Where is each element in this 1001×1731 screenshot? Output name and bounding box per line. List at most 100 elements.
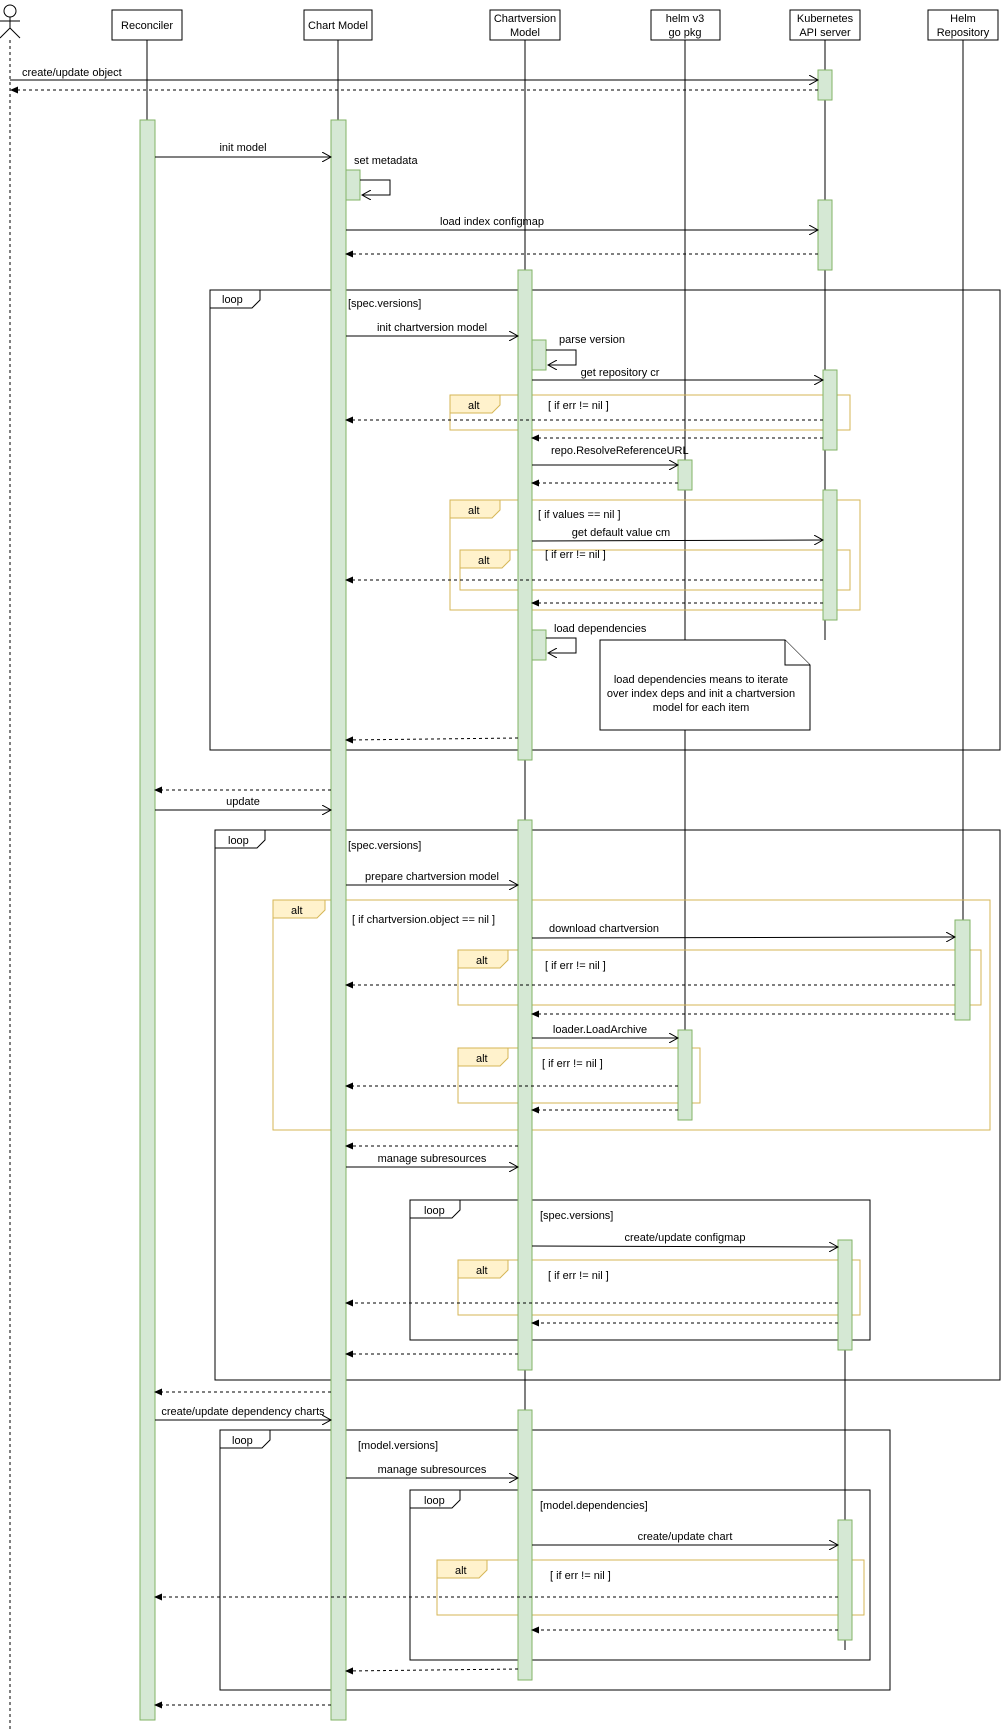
loop-spec-versions-3: loop [spec.versions]	[409, 1199, 871, 1341]
svg-text:[ if err != nil ]: [ if err != nil ]	[542, 1058, 603, 1070]
loop-spec-versions-1: loop [spec.versions]	[209, 289, 1001, 751]
svg-text:download chartversion: download chartversion	[549, 923, 659, 935]
participant-kube-api: Kubernetes API server	[789, 9, 861, 41]
alt-default-value-err: alt [ if err != nil ]	[459, 549, 851, 591]
helm-go-label-2: go pkg	[668, 27, 701, 39]
svg-text:manage subresources: manage subresources	[378, 1153, 487, 1165]
svg-text:[ if chartversion.object == ni: [ if chartversion.object == nil ]	[352, 914, 495, 926]
chart-model-activation	[330, 119, 347, 1721]
kube-activation-2	[817, 199, 833, 271]
svg-text:[ if err != nil ]: [ if err != nil ]	[550, 1570, 611, 1582]
msg-load-index-configmap: load index configmap	[346, 216, 818, 230]
msg-loader-loadarchive: loader.LoadArchive	[532, 1024, 678, 1038]
svg-text:alt: alt	[468, 400, 480, 412]
loop-model-versions: loop [model.versions]	[219, 1429, 891, 1691]
set-metadata-activation	[345, 169, 361, 201]
participant-chart-model: Chart Model	[303, 9, 373, 41]
svg-text:[ if err != nil ]: [ if err != nil ]	[545, 960, 606, 972]
svg-text:alt: alt	[476, 1265, 488, 1277]
msg-create-update-dependency-charts: create/update dependency charts	[155, 1406, 331, 1420]
svg-text:set metadata: set metadata	[354, 155, 418, 167]
kube-activation-4	[822, 489, 838, 621]
svg-text:Chart Model: Chart Model	[308, 20, 368, 32]
svg-text:load dependencies means to ite: load dependencies means to iterate	[614, 674, 788, 686]
alt-chart-err: alt [ if err != nil ]	[436, 1559, 865, 1616]
msg-repo-resolve: repo.ResolveReferenceURL	[532, 445, 689, 465]
svg-text:loader.LoadArchive: loader.LoadArchive	[553, 1024, 647, 1036]
return-manage-subresources-2	[346, 1669, 519, 1671]
svg-text:prepare chartversion model: prepare chartversion model	[365, 871, 499, 883]
load-dependencies-activation	[531, 629, 547, 661]
parse-version-activation	[531, 339, 547, 371]
svg-text:[spec.versions]: [spec.versions]	[348, 298, 421, 310]
svg-text:alt: alt	[478, 555, 490, 567]
svg-text:loop: loop	[228, 835, 249, 847]
svg-text:alt: alt	[291, 905, 303, 917]
svg-text:manage subresources: manage subresources	[378, 1464, 487, 1476]
helm-repo-label-2: Repository	[937, 27, 990, 39]
svg-text:init model: init model	[219, 142, 266, 154]
reconciler-activation	[139, 119, 156, 1721]
helm-repo-activation	[954, 919, 971, 1021]
kube-activation-5	[837, 1239, 853, 1351]
svg-text:init chartversion model: init chartversion model	[377, 322, 487, 334]
svg-text:load index configmap: load index configmap	[440, 216, 544, 228]
svg-text:loop: loop	[424, 1205, 445, 1217]
helm-go-label-1: helm v3	[666, 13, 705, 25]
alt-values-nil: alt [ if values == nil ]	[449, 499, 861, 611]
svg-text:alt: alt	[468, 505, 480, 517]
msg-init-chartversion-model: init chartversion model	[346, 322, 518, 336]
alt-loadarchive-err: alt [ if err != nil ]	[457, 1047, 701, 1104]
msg-update: update	[155, 796, 331, 810]
note-load-dependencies: load dependencies means to iterate over …	[599, 639, 811, 731]
alt-chartversion-object-nil: alt [ if chartversion.object == nil ]	[272, 899, 991, 1131]
msg-create-update-configmap: create/update configmap	[531, 1232, 838, 1247]
loop-spec-versions-2: loop [spec.versions]	[214, 829, 1001, 1381]
svg-text:get default value cm: get default value cm	[572, 527, 670, 539]
svg-text:alt: alt	[476, 955, 488, 967]
svg-text:create/update configmap: create/update configmap	[624, 1232, 745, 1244]
loop-model-dependencies: loop [model.dependencies]	[409, 1489, 871, 1661]
msg-manage-subresources-1: manage subresources	[346, 1153, 518, 1167]
svg-text:[spec.versions]: [spec.versions]	[540, 1210, 613, 1222]
svg-text:over index deps and init a cha: over index deps and init a chartversion	[607, 688, 795, 700]
kube-label-2: API server	[799, 27, 851, 39]
msg-create-update-object: create/update object	[10, 67, 818, 80]
svg-text:[model.versions]: [model.versions]	[358, 1440, 438, 1452]
kube-activation-1	[817, 69, 833, 101]
svg-text:[ if err != nil ]: [ if err != nil ]	[548, 1270, 609, 1282]
msg-parse-version: parse version	[546, 334, 625, 365]
chartversion-activation-3	[517, 1409, 533, 1681]
msg-create-update-chart: create/update chart	[532, 1531, 838, 1545]
svg-text:create/update chart: create/update chart	[638, 1531, 733, 1543]
participant-helm-go: helm v3 go pkg	[650, 9, 721, 41]
svg-text:[ if err != nil ]: [ if err != nil ]	[548, 400, 609, 412]
msg-download-chartversion: download chartversion	[531, 923, 955, 938]
msg-prepare-chartversion-model: prepare chartversion model	[346, 871, 518, 885]
svg-text:[ if values == nil ]: [ if values == nil ]	[538, 509, 621, 521]
participant-chartversion-model: Chartversion Model	[489, 9, 561, 41]
participant-reconciler: Reconciler	[111, 9, 183, 41]
chartversion-activation-2	[517, 819, 533, 1371]
svg-text:[spec.versions]: [spec.versions]	[348, 840, 421, 852]
svg-text:create/update dependency chart: create/update dependency charts	[161, 1406, 325, 1418]
svg-text:loop: loop	[424, 1495, 445, 1507]
kube-activation-3	[822, 369, 838, 451]
svg-text:loop: loop	[232, 1435, 253, 1447]
alt-get-repository-err: alt [ if err != nil ]	[449, 394, 851, 431]
svg-text:model for each item: model for each item	[653, 702, 750, 714]
participant-helm-repo: Helm Repository	[927, 9, 999, 41]
helm-go-activation-1	[677, 459, 693, 491]
chartversion-label-1: Chartversion	[494, 13, 556, 25]
msg-load-dependencies: load dependencies	[546, 623, 647, 653]
helm-repo-label-1: Helm	[950, 13, 976, 25]
svg-text:alt: alt	[476, 1053, 488, 1065]
chartversion-activation-1	[517, 269, 533, 761]
alt-download-err: alt [ if err != nil ]	[457, 949, 982, 1006]
svg-text:get repository cr: get repository cr	[581, 367, 660, 379]
msg-manage-subresources-2: manage subresources	[346, 1464, 518, 1478]
msg-set-metadata: set metadata	[354, 155, 418, 195]
svg-text:Reconciler: Reconciler	[121, 20, 173, 32]
kube-label-1: Kubernetes	[797, 13, 854, 25]
